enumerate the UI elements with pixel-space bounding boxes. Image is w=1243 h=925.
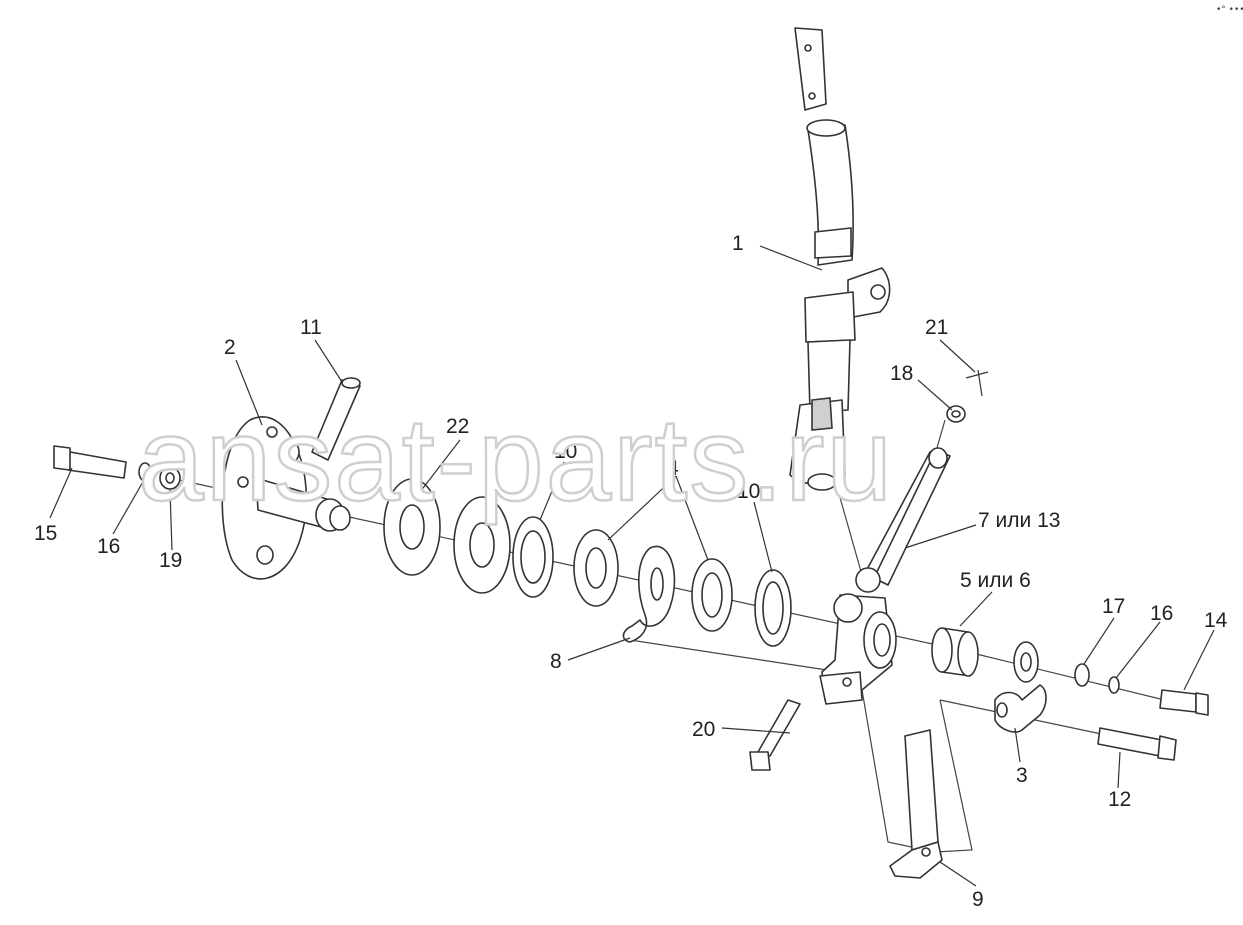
callout-labels: 1 2 3 4 5 или 6 7 или 13 8 9 10 10 11 12…: [34, 232, 1228, 911]
callout-10-left: 10: [554, 440, 577, 463]
plate-9: [889, 729, 943, 879]
callout-12: 12: [1108, 788, 1131, 811]
callout-19: 19: [159, 549, 182, 572]
corner-mark: •° •••: [1216, 5, 1243, 15]
callout-4: 4: [667, 457, 679, 480]
washer-22: [383, 478, 441, 576]
washer-large: [453, 496, 511, 594]
callout-2: 2: [224, 336, 236, 359]
callout-21: 21: [925, 316, 948, 339]
lever-hub: [819, 593, 897, 705]
spring-washer-16: [138, 462, 152, 482]
spring-washer-16-right: [1108, 676, 1120, 694]
lever-7-13: [855, 447, 951, 593]
bushing-5-6: [931, 627, 979, 677]
cotter-pin-21: [965, 369, 989, 397]
callout-22: 22: [446, 415, 469, 438]
callout-1: 1: [732, 232, 744, 255]
nut-19: [159, 466, 181, 490]
bolt-12: [1097, 727, 1177, 761]
watermark: ansat-parts.ru: [138, 394, 894, 526]
washer-17: [1074, 663, 1090, 687]
washer-4-right: [691, 558, 733, 632]
callout-5-or-6: 5 или 6: [960, 569, 1031, 592]
washer-near-bracket: [1013, 641, 1039, 683]
flange-plate: [221, 416, 351, 580]
callout-15: 15: [34, 522, 57, 545]
washer-10-right: [754, 569, 792, 647]
tab-washer-8: [622, 545, 676, 643]
callout-18: 18: [890, 362, 913, 385]
callout-9: 9: [972, 888, 984, 911]
washer-10-left: [512, 516, 554, 598]
callout-17: 17: [1102, 595, 1125, 618]
callout-16-left: 16: [97, 535, 120, 558]
callout-3: 3: [1016, 764, 1028, 787]
washer-4-left: [573, 529, 619, 607]
steering-column-tube: [789, 27, 891, 491]
bolt-20: [749, 699, 801, 771]
callout-7-or-13: 7 или 13: [978, 509, 1060, 532]
callout-10-right: 10: [737, 480, 760, 503]
callout-16-right: 16: [1150, 602, 1173, 625]
pin-11: [311, 377, 361, 461]
bracket-3: [994, 684, 1047, 733]
callout-14: 14: [1204, 609, 1228, 632]
callout-20: 20: [692, 718, 715, 741]
callout-8: 8: [550, 650, 562, 673]
bolt-15: [53, 445, 127, 479]
callout-11: 11: [300, 316, 322, 339]
bolt-14: [1159, 689, 1209, 716]
leader-lines: [49, 245, 1215, 887]
